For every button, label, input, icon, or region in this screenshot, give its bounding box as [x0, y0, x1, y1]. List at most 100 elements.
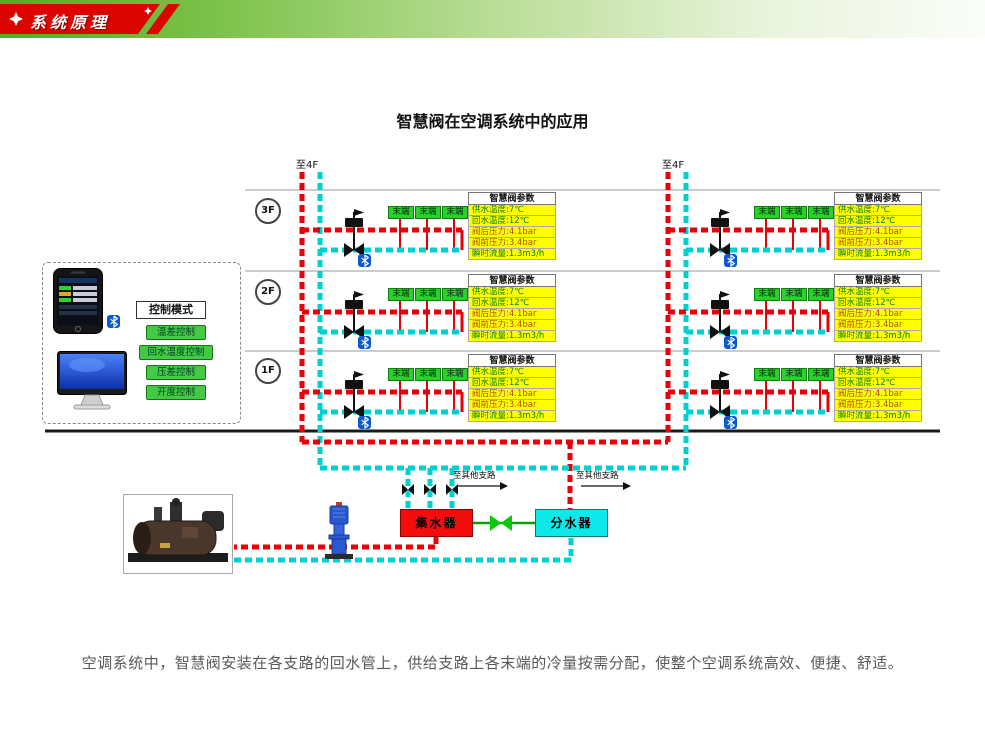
- star-icon: [144, 7, 152, 15]
- param-after-pressure: 阀后压力:4.1bar: [468, 227, 556, 238]
- arrow-right-icon: [581, 482, 631, 490]
- header-band: 系统原理: [0, 0, 985, 38]
- param-return-temp: 回水温度:12℃: [834, 378, 922, 389]
- branch-pipes: [302, 209, 464, 257]
- control-group: 控制模式 温差控制 回水温度控制 压差控制 开度控制: [42, 262, 241, 424]
- other-branch-label: 至其他支路: [453, 471, 496, 481]
- floor-label-3f: 3F: [255, 198, 281, 224]
- valve-params-title: 智慧阀参数: [834, 354, 922, 367]
- shutoff-valve-icon: [402, 484, 414, 495]
- diagram-title: 智慧阀在空调系统中的应用: [396, 112, 589, 131]
- param-return-temp: 回水温度:12℃: [834, 216, 922, 227]
- control-mode-header: 控制模式: [136, 301, 206, 319]
- param-supply-temp: 供水温度:7℃: [834, 287, 922, 298]
- terminal-box: 末端: [808, 368, 834, 381]
- bluetooth-icon: [724, 336, 737, 349]
- smart-valve-icon: [710, 371, 730, 419]
- bluetooth-icon: [358, 336, 371, 349]
- terminal-box: 末端: [442, 288, 468, 301]
- branch-pipes: [302, 291, 464, 339]
- terminal-box: 末端: [754, 368, 780, 381]
- shutoff-valve-icon: [446, 484, 458, 495]
- terminal-box: 末端: [808, 288, 834, 301]
- param-before-pressure: 阀前压力:3.4bar: [468, 400, 556, 411]
- bluetooth-icon: [358, 254, 371, 267]
- smart-valve-icon: [344, 291, 364, 339]
- branch-3f-right: 末端 末端 末端 智慧阀参数 供水温度:7℃ 回水温度:12℃ 阀后压力:4.1…: [668, 192, 928, 272]
- param-flow: 瞬时流量:1.3m3/h: [468, 411, 556, 422]
- valve-params-title: 智慧阀参数: [834, 274, 922, 287]
- param-supply-temp: 供水温度:7℃: [468, 205, 556, 216]
- param-after-pressure: 阀后压力:4.1bar: [834, 389, 922, 400]
- star-icon: [9, 12, 23, 26]
- param-supply-temp: 供水温度:7℃: [468, 367, 556, 378]
- mode-opening: 开度控制: [146, 385, 206, 400]
- smart-valve-icon: [344, 371, 364, 419]
- param-after-pressure: 阀后压力:4.1bar: [834, 227, 922, 238]
- smart-valve-icon: [710, 209, 730, 257]
- param-before-pressure: 阀前压力:3.4bar: [834, 320, 922, 331]
- param-return-temp: 回水温度:12℃: [468, 216, 556, 227]
- smart-valve-icon: [344, 209, 364, 257]
- param-after-pressure: 阀后压力:4.1bar: [468, 309, 556, 320]
- page-header-title: 系统原理: [30, 13, 111, 32]
- other-branch-label: 至其他支路: [576, 471, 619, 481]
- branch-3f-left: 末端 末端 末端 智慧阀参数 供水温度:7℃ 回水温度:12℃ 阀后压力:4.1…: [302, 192, 562, 272]
- terminal-box: 末端: [781, 288, 807, 301]
- valve-params-table: 智慧阀参数 供水温度:7℃ 回水温度:12℃ 阀后压力:4.1bar 阀前压力:…: [834, 274, 922, 342]
- terminal-box: 末端: [415, 288, 441, 301]
- terminal-box: 末端: [388, 206, 414, 219]
- param-before-pressure: 阀前压力:3.4bar: [468, 238, 556, 249]
- bluetooth-icon: [724, 254, 737, 267]
- param-supply-temp: 供水温度:7℃: [468, 287, 556, 298]
- param-return-temp: 回水温度:12℃: [834, 298, 922, 309]
- valve-params-title: 智慧阀参数: [468, 274, 556, 287]
- branch-pipes: [668, 291, 830, 339]
- valve-params-title: 智慧阀参数: [468, 192, 556, 205]
- bluetooth-icon: [107, 315, 120, 328]
- branch-pipes: [668, 371, 830, 419]
- branch-pipes: [668, 209, 830, 257]
- valve-params-table: 智慧阀参数 供水温度:7℃ 回水温度:12℃ 阀后压力:4.1bar 阀前压力:…: [468, 354, 556, 422]
- param-before-pressure: 阀前压力:3.4bar: [468, 320, 556, 331]
- branch-2f-left: 末端 末端 末端 智慧阀参数 供水温度:7℃ 回水温度:12℃ 阀后压力:4.1…: [302, 274, 562, 354]
- arrow-right-icon: [458, 482, 508, 490]
- terminal-box: 末端: [388, 288, 414, 301]
- param-supply-temp: 供水温度:7℃: [834, 205, 922, 216]
- terminal-box: 末端: [415, 206, 441, 219]
- valve-params-title: 智慧阀参数: [834, 192, 922, 205]
- caption-text: 空调系统中，智慧阀安装在各支路的回水管上，供给支路上各末端的冷量按需分配，使整个…: [81, 654, 904, 672]
- branch-pipes: [302, 371, 464, 419]
- branch-1f-left: 末端 末端 末端 智慧阀参数 供水温度:7℃ 回水温度:12℃ 阀后压力:4.1…: [302, 354, 562, 434]
- mode-temp-diff: 温差控制: [146, 325, 206, 340]
- green-valve-icon: [490, 515, 512, 531]
- terminal-box: 末端: [781, 206, 807, 219]
- terminal-box: 末端: [415, 368, 441, 381]
- chiller-image: [123, 494, 233, 574]
- valve-params-table: 智慧阀参数 供水温度:7℃ 回水温度:12℃ 阀后压力:4.1bar 阀前压力:…: [468, 274, 556, 342]
- param-flow: 瞬时流量:1.3m3/h: [834, 411, 922, 422]
- smart-valve-icon: [710, 291, 730, 339]
- param-flow: 瞬时流量:1.3m3/h: [834, 331, 922, 342]
- floor-label-2f: 2F: [255, 279, 281, 305]
- param-flow: 瞬时流量:1.3m3/h: [834, 249, 922, 260]
- terminal-box: 末端: [781, 368, 807, 381]
- terminal-box: 末端: [754, 206, 780, 219]
- param-before-pressure: 阀前压力:3.4bar: [834, 238, 922, 249]
- to-4f-label: 至4F: [296, 160, 319, 171]
- valve-params-table: 智慧阀参数 供水温度:7℃ 回水温度:12℃ 阀后压力:4.1bar 阀前压力:…: [468, 192, 556, 260]
- valve-params-table: 智慧阀参数 供水温度:7℃ 回水温度:12℃ 阀后压力:4.1bar 阀前压力:…: [834, 354, 922, 422]
- branch-2f-right: 末端 末端 末端 智慧阀参数 供水温度:7℃ 回水温度:12℃ 阀后压力:4.1…: [668, 274, 928, 354]
- mode-pressure-diff: 压差控制: [146, 365, 206, 380]
- bluetooth-icon: [724, 416, 737, 429]
- pump-icon: [325, 502, 353, 559]
- branch-1f-right: 末端 末端 末端 智慧阀参数 供水温度:7℃ 回水温度:12℃ 阀后压力:4.1…: [668, 354, 928, 434]
- param-before-pressure: 阀前压力:3.4bar: [834, 400, 922, 411]
- terminal-box: 末端: [442, 368, 468, 381]
- bluetooth-icon: [358, 416, 371, 429]
- shutoff-valve-icon: [424, 484, 436, 495]
- distributor-box: 分水器: [535, 509, 608, 537]
- param-flow: 瞬时流量:1.3m3/h: [468, 249, 556, 260]
- computer-image: [57, 351, 127, 410]
